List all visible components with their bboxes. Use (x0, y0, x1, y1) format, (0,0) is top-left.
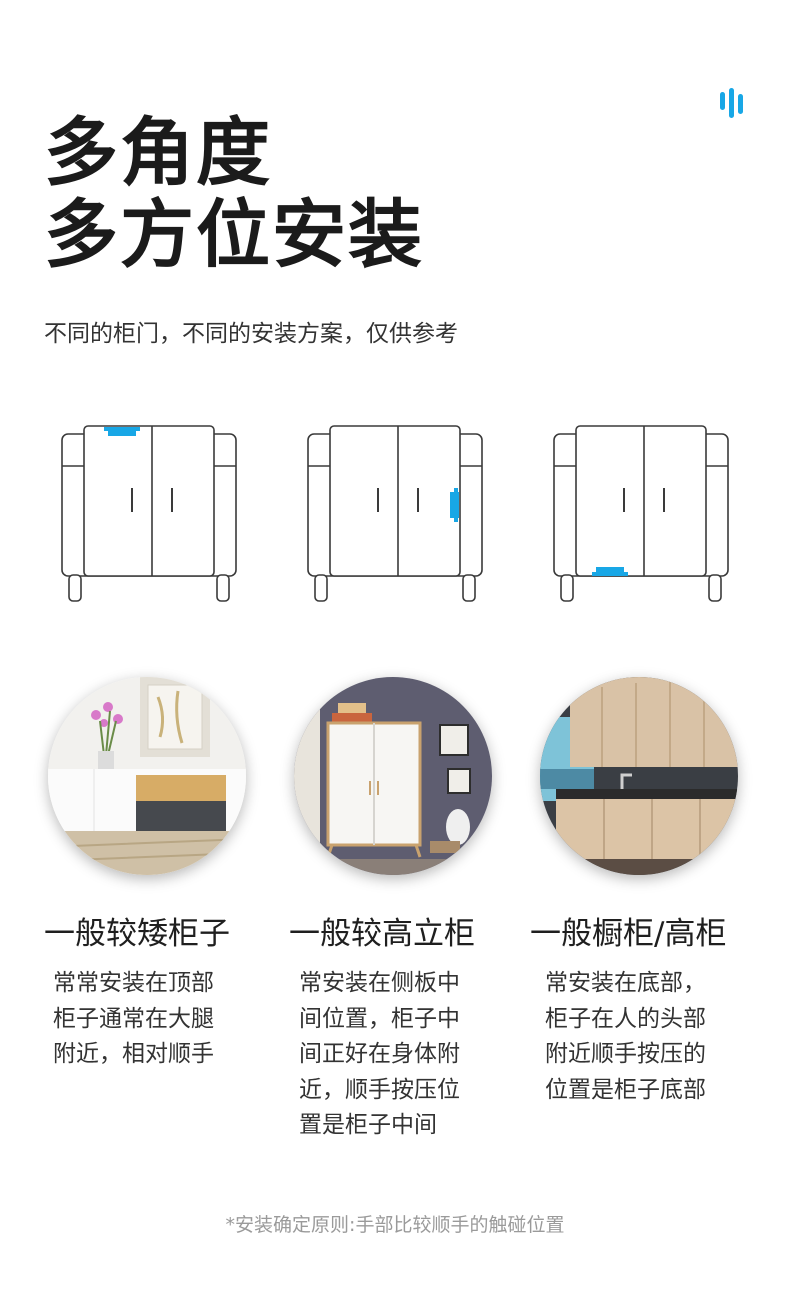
kitchen-cabinet-photo (540, 677, 738, 875)
description-line: 附近顺手按压的 (545, 1041, 706, 1067)
column-description: 常常安装在顶部 柜子通常在大腿 附近，相对顺手 (53, 966, 263, 1073)
three-bar-logo-icon (719, 88, 747, 122)
description-line: 置是柜子中间 (299, 1112, 437, 1138)
column-title: 一般橱柜/高柜 (530, 916, 727, 952)
footnote: *安装确定原则:手部比较顺手的触碰位置 (225, 1214, 565, 1236)
title-line-1: 多角度 (44, 110, 272, 196)
description-line: 位置是柜子底部 (545, 1076, 706, 1103)
description-line: 附近，相对顺手 (53, 1041, 214, 1067)
description-line: 柜子在人的头部 (545, 1005, 706, 1032)
description-line: 近，顺手按压位 (299, 1076, 460, 1103)
cabinet-lock-bottom-icon (553, 425, 729, 602)
cabinet-lock-top-icon (61, 425, 237, 602)
description-line: 间位置，柜子中 (299, 1005, 460, 1032)
description-line: 柜子通常在大腿 (53, 1005, 214, 1032)
description-line: 常安装在侧板中 (299, 970, 460, 996)
column-description: 常安装在底部， 柜子在人的头部 附近顺手按压的 位置是柜子底部 (545, 966, 755, 1108)
tall-wardrobe-photo (294, 677, 492, 875)
low-sideboard-photo (48, 677, 246, 875)
description-line: 常常安装在顶部 (53, 970, 214, 996)
column-title: 一般较高立柜 (289, 916, 475, 952)
page-title: 多角度 多方位安装 (44, 112, 424, 276)
title-line-2: 多方位安装 (44, 192, 424, 278)
description-line: 间正好在身体附 (299, 1041, 460, 1067)
column-title: 一般较矮柜子 (44, 916, 230, 952)
description-line: 常安装在底部， (545, 970, 706, 996)
column-description: 常安装在侧板中 间位置，柜子中 间正好在身体附 近，顺手按压位 置是柜子中间 (299, 966, 509, 1144)
cabinet-lock-side-icon (307, 425, 483, 602)
page-subtitle: 不同的柜门，不同的安装方案，仅供参考 (44, 321, 458, 347)
